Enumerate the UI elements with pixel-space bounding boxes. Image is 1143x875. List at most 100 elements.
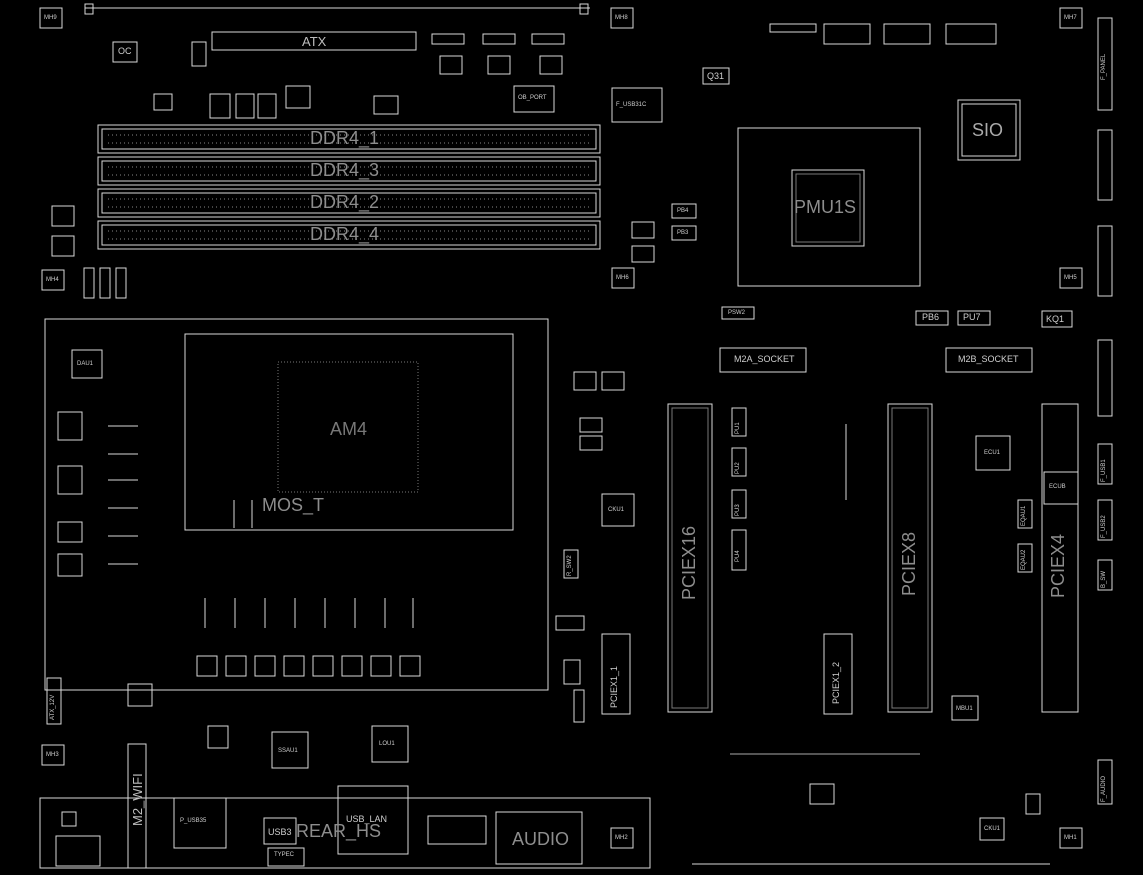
ddr4-3-label: DDR4_3 [310,160,380,180]
pciex16-slot [667,403,713,713]
small-part-e [563,549,579,579]
cku1-chip [601,493,635,527]
b-sw-label: B_SW [1101,570,1107,588]
mosfet-c [539,55,563,75]
ecu1-label: ECU1 [984,450,1001,456]
cpu-label: AM4 [330,419,368,439]
vrm-part-1 [57,411,83,441]
f-usb1-label: F_USB1 [1101,459,1107,482]
ob-port-box [513,85,555,113]
m2-wifi-label: M2_WIFI [130,773,145,826]
pciex4-slot [1041,403,1079,713]
m2b-socket [945,347,1033,373]
usb-lan-label: USB_LAN [346,814,388,824]
pu2-part [731,447,747,477]
ecub-chip [1043,471,1079,505]
pu4-label: PU4 [735,550,741,562]
usb3-label: USB3 [268,827,292,837]
q31-part [702,67,730,85]
ecu1-chip [975,435,1011,471]
rear-port-block-3 [427,815,487,845]
typec-port [267,847,305,867]
pu7-part [957,310,991,326]
dau1-label: DAU1 [77,361,94,367]
small-chip-a [579,417,603,433]
pb6-part [915,310,949,326]
small-part-pa [631,221,655,239]
pb3-label: PB3 [677,230,689,236]
usb3-port [263,817,297,845]
small-part-left-1 [51,205,75,227]
pb4-label: PB4 [677,208,689,214]
eqau1-part [1017,499,1033,529]
ddr4-4-slot [97,220,601,250]
mh2-hole [610,827,634,849]
mh3-label: MH3 [46,752,59,758]
ddr4-2-label: DDR4_2 [310,192,380,212]
mh5-hole [1059,267,1083,289]
ddr4-3-slot-inner [101,160,597,182]
eqau1-label: EQAU1 [1021,505,1027,526]
sio-chip [957,99,1021,161]
mh1-label: MH1 [1064,835,1077,841]
chipset-outline [737,127,921,287]
mh7-hole [1059,7,1083,29]
top-edge-tab-left [84,3,94,15]
rear-io-outline [39,797,651,869]
chipset-chip [791,169,865,247]
mh6-label: MH6 [616,275,629,281]
small-square-rear [61,811,77,827]
mh9-label: MH9 [44,15,57,21]
small-box-c [573,371,597,391]
pciex8-label: PCIEX8 [899,531,919,596]
pciex1-1-slot [601,633,631,715]
small-part-g [563,659,581,685]
pu3-label: PU3 [735,504,741,516]
ddr4-slots [97,124,601,250]
kq1-label: KQ1 [1046,314,1065,324]
mh5-label: MH5 [1064,275,1077,281]
kq1-part [1041,310,1073,328]
f-audio-header [1097,759,1113,805]
usb-lan-port [337,785,409,855]
header-strip-1 [769,23,817,33]
m2a-socket-label: M2A_SOCKET [734,354,795,364]
atx-12v-connector [46,677,62,725]
ddr4-2-slot [97,188,601,218]
chipset-chip-inner [795,173,861,243]
vrm-chokes-bottom [204,500,414,628]
lou1-label: LOU1 [379,741,395,747]
dau1-chip [71,349,103,379]
rear-hs-label: REAR_HS [296,821,382,841]
small-chip-b [579,435,603,451]
mh4-label: MH4 [46,277,59,283]
rear-port-block-2 [173,797,227,849]
mbu1-chip [951,695,979,721]
pu2-label: PU2 [735,462,741,474]
small-box-4 [257,93,277,119]
eqau2-label: EQAU2 [1021,549,1027,570]
sio-label: SIO [972,120,1004,140]
small-box-1 [153,93,173,111]
ssau1-chip [271,731,309,769]
small-part-left-2 [51,235,75,257]
vrm-part-3 [57,521,83,543]
header-block-1 [823,23,871,45]
ddr4-4-label: DDR4_4 [310,224,380,244]
pciex4-label: PCIEX4 [1048,533,1068,598]
oc-label: OC [118,46,132,56]
mh3-hole [41,744,65,766]
vrm-part-4 [57,553,83,577]
cku1-label: CKU1 [608,507,625,513]
mh6-hole [611,267,635,289]
cpu-vrm-region [44,318,549,691]
ob-port-label: OB_PORT [518,95,547,101]
pciex1-2-label: PCIEX1_2 [831,661,841,704]
ddr4-1-slot-inner [101,128,597,150]
ecub-label: ECUB [1049,484,1066,490]
f-usb2-label: F_USB2 [1101,515,1107,538]
f-usb1-header [1097,443,1113,485]
pu1-label: PU1 [735,422,741,434]
right-header-1 [1097,129,1113,201]
